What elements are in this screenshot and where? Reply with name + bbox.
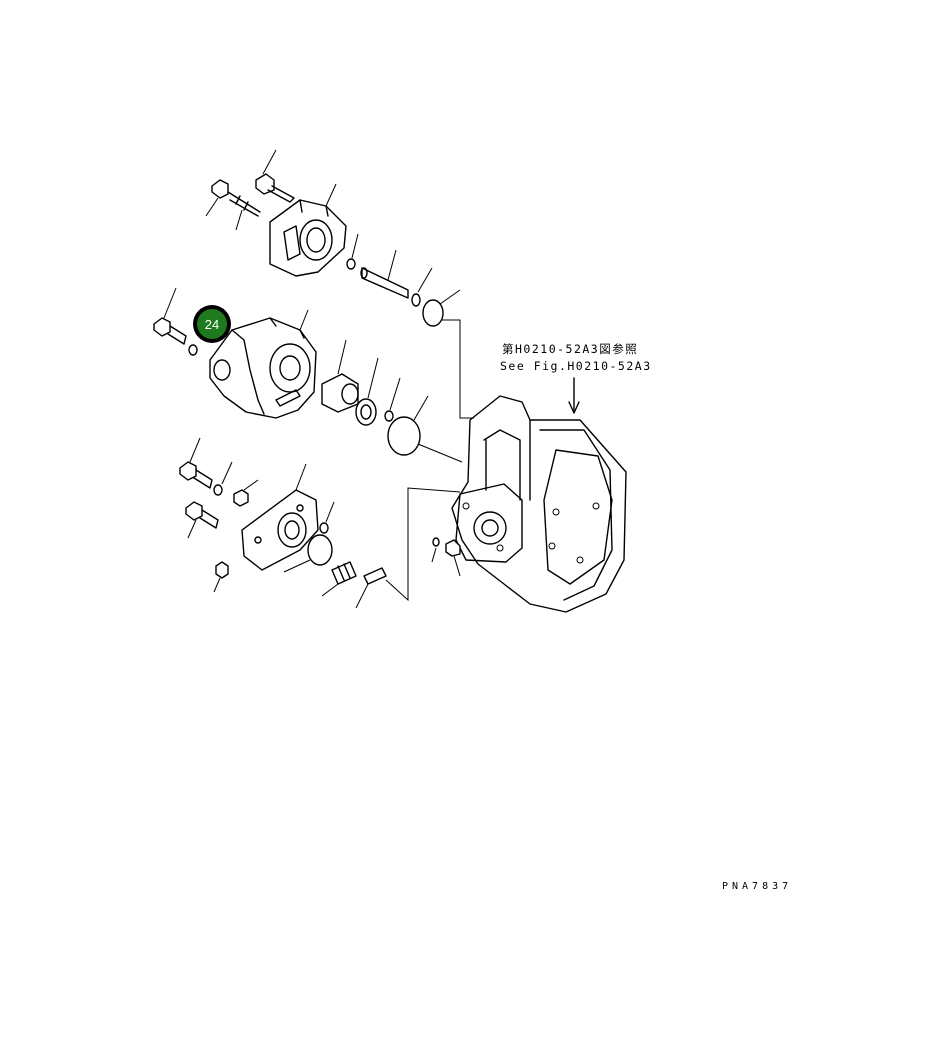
- upper-pump-cover: [269, 183, 347, 277]
- lower-oring-1: [213, 461, 233, 496]
- lower-stud-1: [179, 437, 213, 489]
- upper-shaft: [360, 249, 409, 299]
- assembly-line-lower: [385, 487, 461, 602]
- lower-nut: [213, 561, 229, 593]
- middle-oring-large: [387, 395, 429, 456]
- transmission-housing: [451, 395, 627, 613]
- assembly-line-upper: [442, 319, 474, 419]
- upper-oring-small: [411, 267, 433, 307]
- middle-bolt: [153, 287, 187, 345]
- callout-badge: 24: [193, 305, 231, 343]
- assembly-line-middle: [417, 443, 463, 463]
- lower-oring-large: [283, 534, 333, 573]
- main-pump-body: [209, 309, 317, 419]
- figure-code: PNA7837: [722, 881, 792, 892]
- middle-washer: [188, 344, 198, 356]
- lower-cover: [241, 463, 319, 571]
- upper-oring-large: [422, 289, 461, 327]
- lower-plug: [233, 479, 259, 507]
- lower-pin: [355, 567, 387, 609]
- reference-text-jp: 第H0210-52A3図参照: [502, 342, 638, 356]
- upper-bolt-1: [255, 149, 295, 203]
- lower-bolt: [185, 501, 219, 539]
- housing-oring: [431, 537, 440, 563]
- callout-number: 24: [205, 317, 219, 332]
- reference-text-en: See Fig.H0210-52A3: [500, 359, 652, 373]
- reference-arrow: [568, 377, 580, 414]
- upper-small-oring: [346, 233, 359, 270]
- middle-sleeve: [321, 339, 359, 413]
- middle-oring-small: [384, 377, 401, 422]
- lower-spline-coupling: [321, 561, 357, 597]
- upper-stud: [205, 179, 261, 231]
- housing-plug: [445, 539, 461, 577]
- lower-oring-2: [319, 501, 335, 534]
- middle-bearing: [355, 357, 379, 426]
